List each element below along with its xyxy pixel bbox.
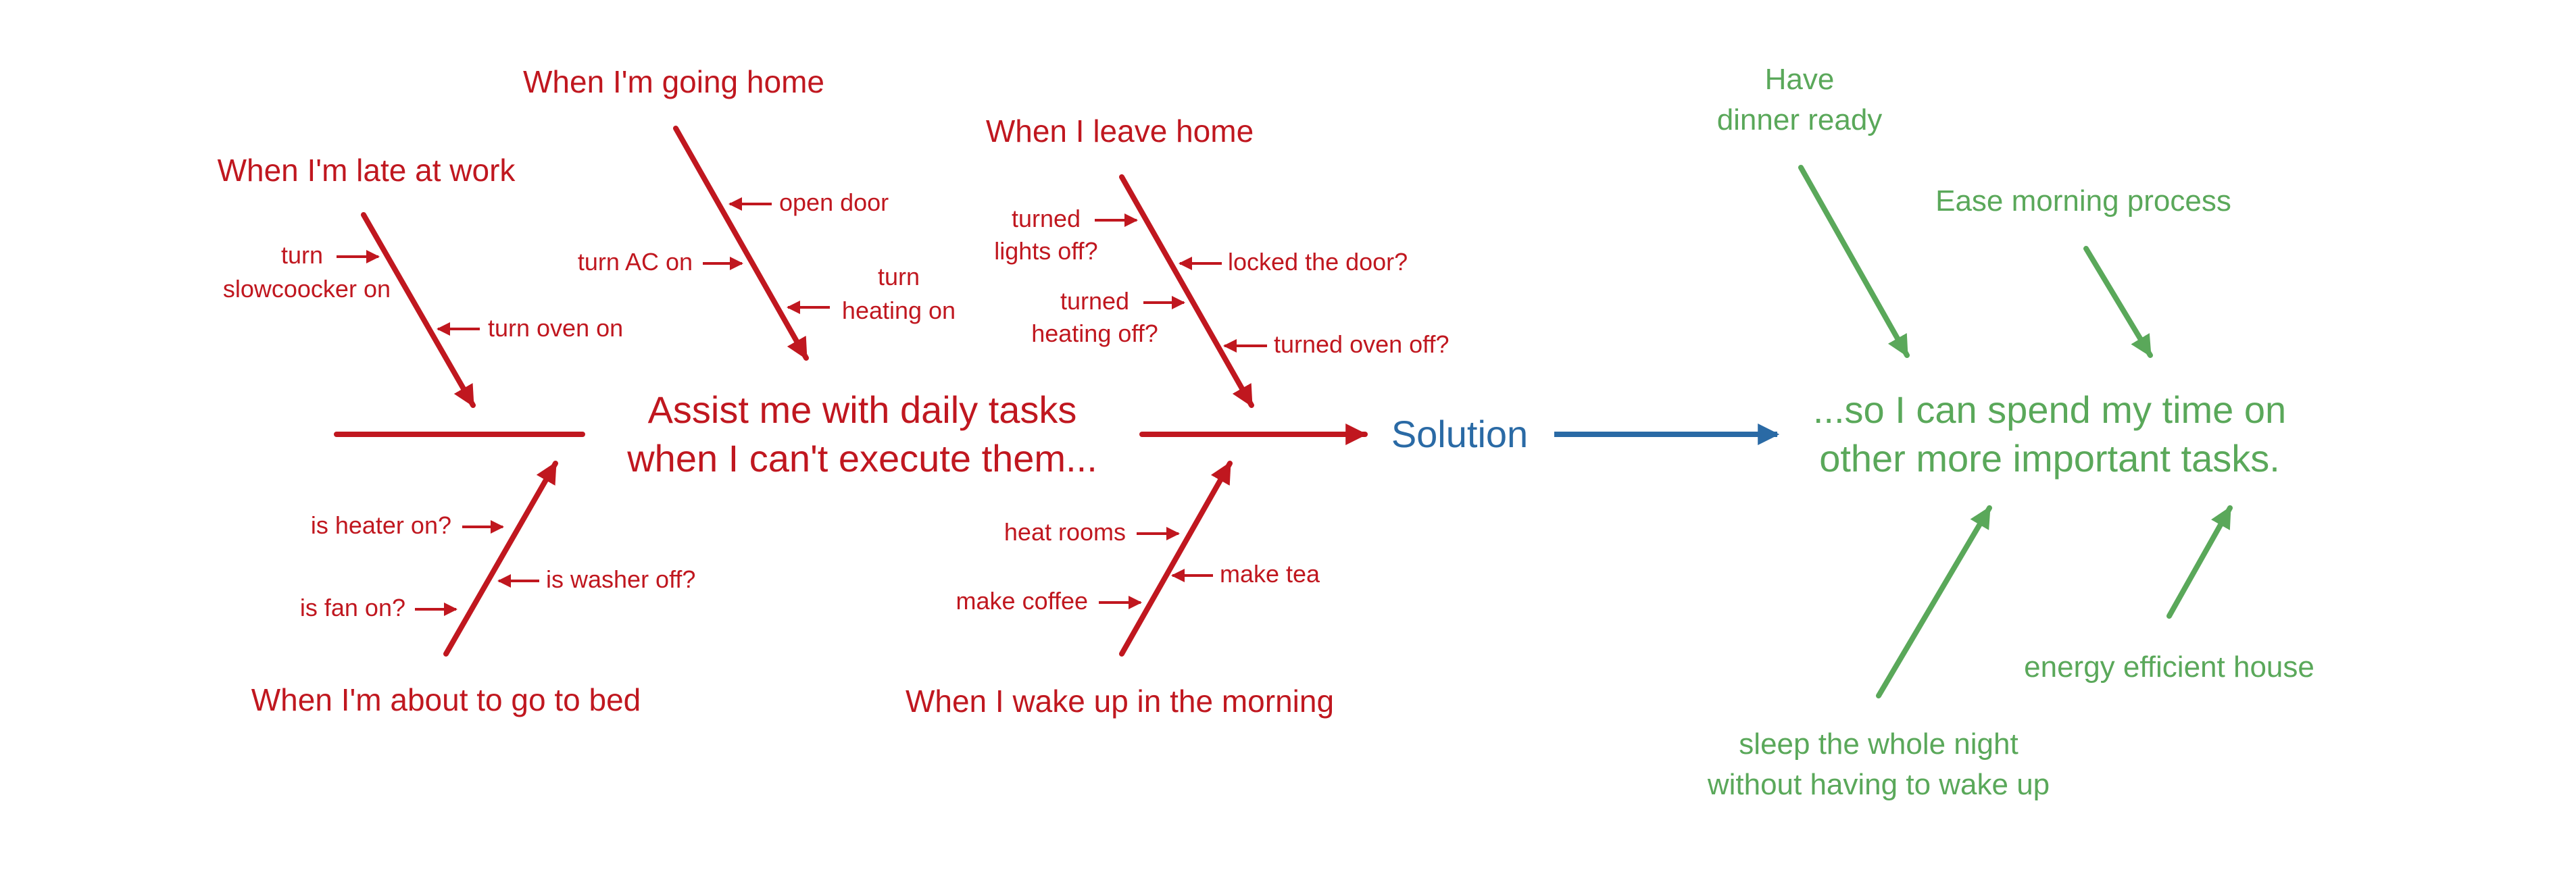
cause-locked-the-door: locked the door?: [1228, 248, 1408, 276]
cause-turn-ac-on: turn AC on: [578, 248, 693, 276]
benefit-dinner-ready-line1: Have: [1765, 63, 1835, 96]
cause-open-door: open door: [779, 188, 889, 216]
cause-turned-lights-off-line1: turned: [1012, 205, 1081, 232]
bone-leave-home: [1119, 174, 1254, 408]
bone-wake-up: [1119, 461, 1233, 657]
bone-title-going-home: When I'm going home: [523, 64, 824, 99]
cause-turn-oven-on: turn oven on: [488, 314, 623, 342]
benefit-arrow-energy: [2166, 505, 2233, 619]
cause-turn-slowcooker-line2: slowcoocker on: [223, 275, 391, 303]
benefit-ease-morning: Ease morning process: [1935, 184, 2231, 218]
benefit-arrow-sleep: [1876, 505, 1992, 698]
cause-is-fan-on: is fan on?: [300, 594, 405, 621]
cause-turn-heating-on-line2: heating on: [842, 297, 956, 324]
benefit-sleep-line2: without having to wake up: [1707, 768, 2050, 801]
bone-going-home: [673, 126, 809, 361]
benefit-arrow-dinner-ready: [1798, 165, 1910, 358]
bone-title-late-at-work: When I'm late at work: [218, 153, 516, 188]
cause-make-coffee: make coffee: [956, 587, 1088, 615]
cause-is-heater-on: is heater on?: [311, 511, 451, 539]
cause-heat-rooms: heat rooms: [1004, 518, 1126, 546]
solution-label: Solution: [1391, 413, 1528, 455]
cause-turned-lights-off-line2: lights off?: [994, 237, 1097, 265]
bone-title-wake-up: When I wake up in the morning: [906, 684, 1334, 719]
cause-turn-heating-on-line1: turn: [878, 263, 920, 290]
cause-turned-heating-off-line2: heating off?: [1031, 319, 1158, 347]
benefit-dinner-ready-line2: dinner ready: [1717, 103, 1883, 136]
bone-title-leave-home: When I leave home: [986, 113, 1254, 149]
benefit-energy-efficient: energy efficient house: [2024, 650, 2314, 684]
bone-title-go-to-bed: When I'm about to go to bed: [251, 682, 641, 717]
cause-make-tea: make tea: [1220, 560, 1320, 588]
bone-go-to-bed: [443, 461, 558, 657]
problem-text-line2: when I can't execute them...: [626, 437, 1097, 480]
cause-turned-oven-off: turned oven off?: [1274, 330, 1450, 358]
benefit-sleep-line1: sleep the whole night: [1739, 727, 2018, 761]
cause-turned-heating-off-line1: turned: [1060, 287, 1129, 315]
bone-late-at-work: [361, 212, 476, 408]
cause-turn-slowcooker-line1: turn: [281, 241, 323, 269]
goal-text-line2: other more important tasks.: [1819, 437, 2280, 480]
problem-text-line1: Assist me with daily tasks: [648, 388, 1077, 431]
goal-text-line1: ...so I can spend my time on: [1813, 388, 2286, 431]
cause-is-washer-off: is washer off?: [546, 565, 695, 593]
benefit-arrow-ease-morning: [2083, 246, 2153, 358]
